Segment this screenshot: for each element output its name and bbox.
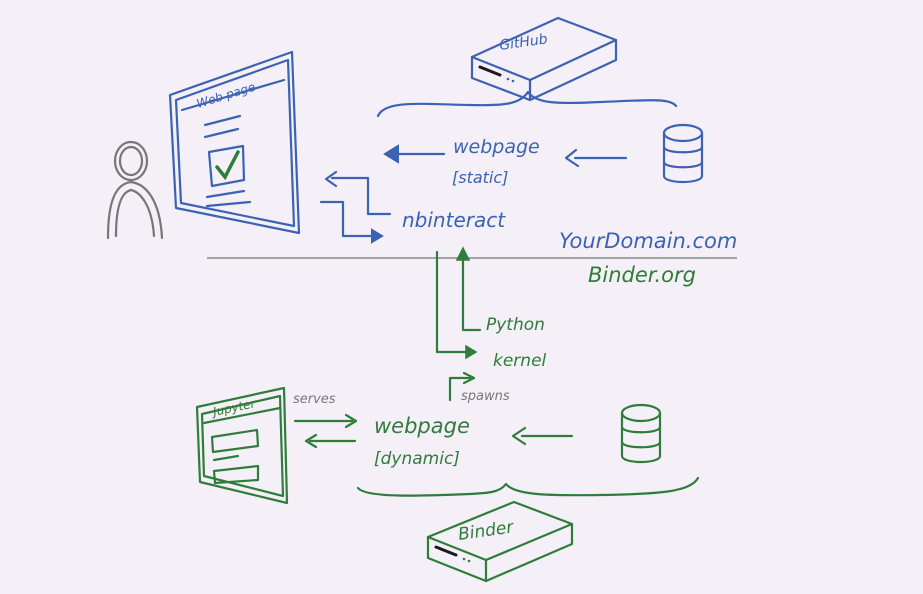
github-brace	[376, 90, 678, 118]
spawns-label: spawns	[461, 389, 510, 404]
jupyter-notebook-icon	[195, 386, 289, 505]
static-label: [static]	[452, 168, 508, 187]
binder-server-icon	[426, 500, 574, 583]
serves-label: serves	[293, 392, 336, 407]
binder-org-label: Binder.org	[588, 263, 696, 287]
database-icon-bottom	[620, 403, 662, 464]
kernel-label: kernel	[493, 351, 547, 371]
nbinteract-arrows	[319, 170, 392, 244]
serves-arrows	[293, 413, 358, 449]
user-person-icon	[106, 140, 164, 240]
nbinteract-label: nbinteract	[402, 208, 506, 232]
your-domain-label: YourDomain.com	[559, 229, 737, 253]
binder-brace	[356, 476, 700, 497]
arrow-db-to-webpage	[564, 148, 628, 168]
web-page-label: Web page	[195, 80, 257, 111]
github-server-icon	[470, 16, 618, 102]
webpage-dynamic-label: webpage	[374, 414, 470, 438]
webpage-static-label: webpage	[453, 136, 540, 158]
github-label: GitHub	[498, 31, 548, 54]
jupyter-label: Jupyter	[210, 396, 258, 419]
database-icon-top	[662, 123, 704, 184]
kernel-arrows	[435, 246, 482, 360]
arrow-db-to-dynamic-webpage	[511, 426, 574, 446]
arrow-webpage-to-document	[383, 144, 446, 164]
spawns-arrow	[448, 371, 476, 402]
dynamic-label: [dynamic]	[374, 449, 460, 469]
web-page-document-icon	[168, 50, 301, 235]
python-label: Python	[486, 315, 545, 335]
